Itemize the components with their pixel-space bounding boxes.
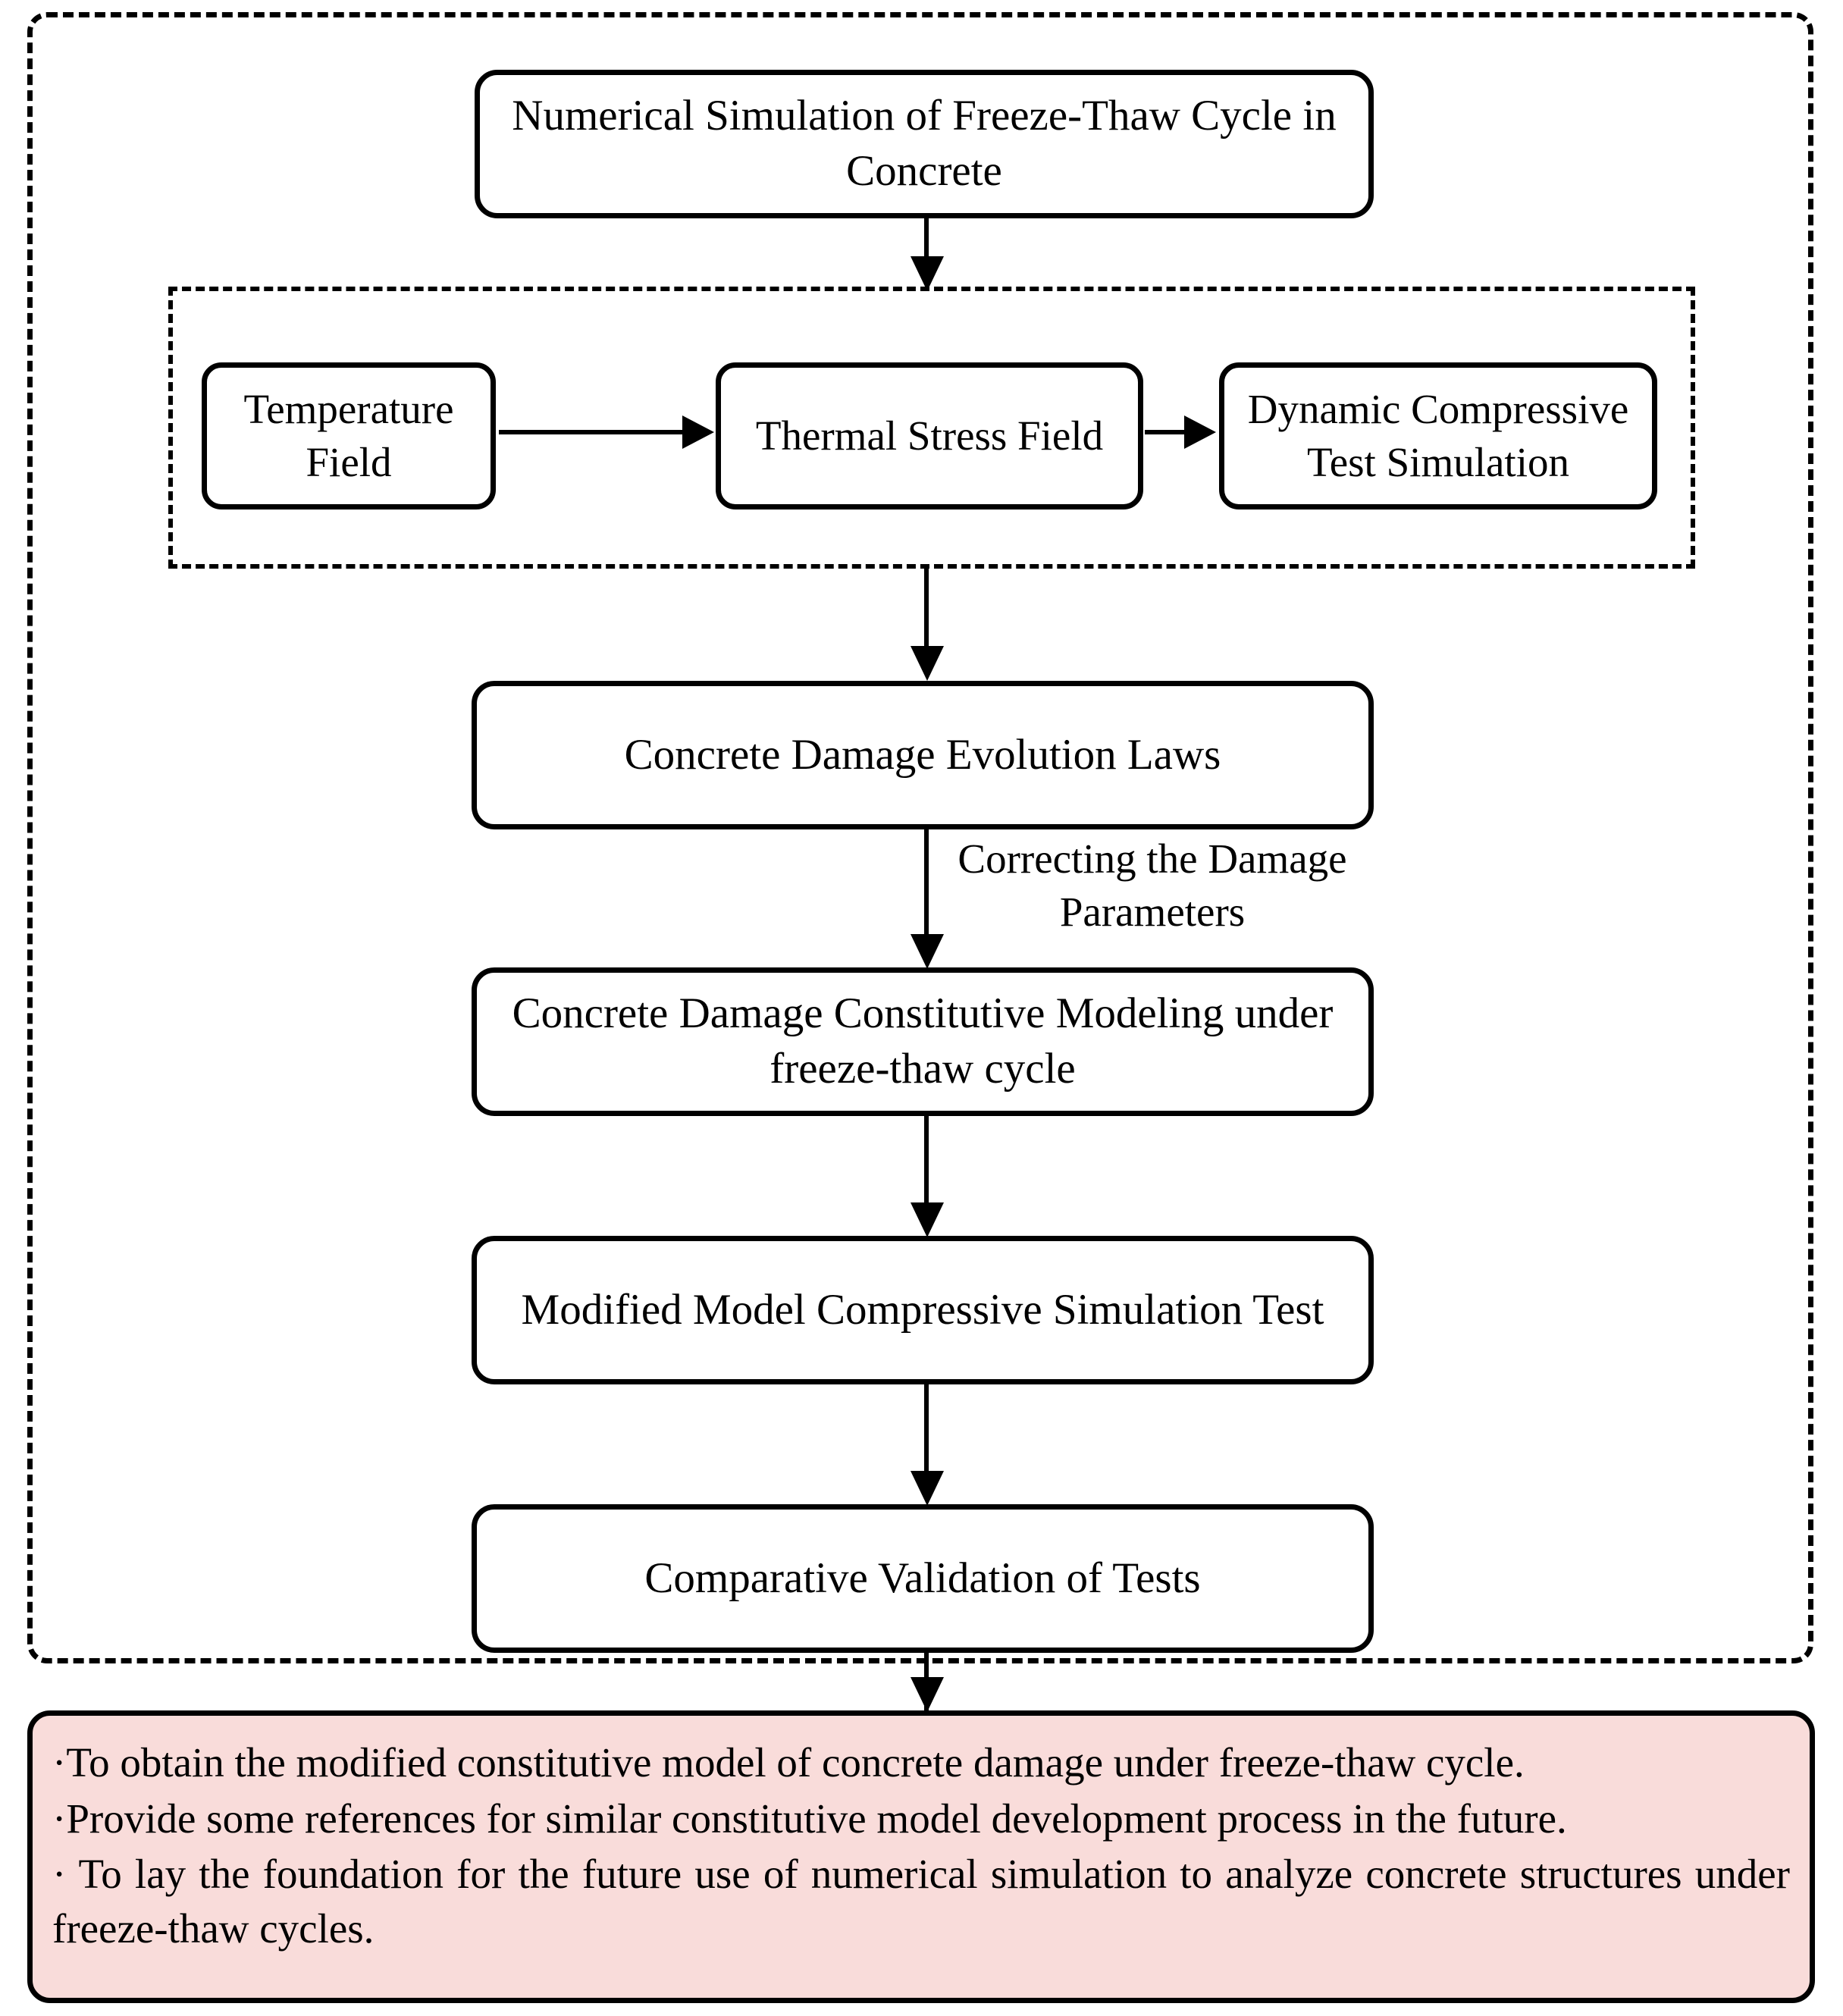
node-dynamic-compressive-test-simulation[interactable]: Dynamic Compressive Test Simulation xyxy=(1219,362,1657,509)
node-label: Modified Model Compressive Simulation Te… xyxy=(521,1285,1324,1334)
connector-evolution-to-constitutive xyxy=(924,829,929,945)
connector-modified-to-comparative xyxy=(924,1384,929,1483)
connector-temperature-to-thermal xyxy=(499,430,687,434)
edge-label-correcting-damage-parameters: Correcting the Damage Parameters xyxy=(958,836,1347,935)
connector-thermal-to-dynamic xyxy=(1145,430,1189,434)
connector-constitutive-to-modified xyxy=(924,1116,929,1215)
node-thermal-stress-field[interactable]: Thermal Stress Field xyxy=(716,362,1143,509)
arrowhead-modified-to-comparative xyxy=(911,1471,944,1506)
node-label: Concrete Damage Constitutive Modeling un… xyxy=(512,989,1334,1093)
connector-title-to-group xyxy=(924,218,929,261)
arrowhead-comparative-to-summary xyxy=(911,1677,944,1712)
node-label: Temperature Field xyxy=(243,385,454,485)
summary-outcomes-box: ·To obtain the modified constitutive mod… xyxy=(27,1710,1815,2003)
node-label: Concrete Damage Evolution Laws xyxy=(624,730,1221,779)
simulation-group-container xyxy=(168,287,1695,569)
node-label: Comparative Validation of Tests xyxy=(644,1554,1201,1602)
node-modified-model-compressive-simulation-test[interactable]: Modified Model Compressive Simulation Te… xyxy=(472,1236,1374,1384)
node-concrete-damage-evolution-laws[interactable]: Concrete Damage Evolution Laws xyxy=(472,681,1374,829)
arrowhead-group-to-evolution xyxy=(911,646,944,681)
summary-bullet-2: ·Provide some references for similar con… xyxy=(52,1795,1567,1842)
arrowhead-thermal-to-dynamic xyxy=(1184,415,1216,449)
node-comparative-validation-of-tests[interactable]: Comparative Validation of Tests xyxy=(472,1504,1374,1653)
node-label: Numerical Simulation of Freeze-Thaw Cycl… xyxy=(512,92,1337,195)
arrowhead-constitutive-to-modified xyxy=(911,1202,944,1237)
arrowhead-evolution-to-constitutive xyxy=(911,934,944,969)
node-temperature-field[interactable]: Temperature Field xyxy=(202,362,496,509)
summary-bullet-1: ·To obtain the modified constitutive mod… xyxy=(52,1739,1525,1786)
arrowhead-title-to-group xyxy=(911,256,944,291)
node-numerical-simulation[interactable]: Numerical Simulation of Freeze-Thaw Cycl… xyxy=(475,70,1374,218)
node-label: Dynamic Compressive Test Simulation xyxy=(1247,385,1629,485)
outer-dashed-boundary xyxy=(27,12,1813,1663)
arrowhead-temperature-to-thermal xyxy=(682,415,714,449)
summary-bullet-3: · To lay the foundation for the future u… xyxy=(52,1851,1790,1952)
connector-group-to-evolution xyxy=(924,569,929,651)
node-concrete-damage-constitutive-modeling[interactable]: Concrete Damage Constitutive Modeling un… xyxy=(472,967,1374,1116)
node-label: Thermal Stress Field xyxy=(755,412,1104,459)
